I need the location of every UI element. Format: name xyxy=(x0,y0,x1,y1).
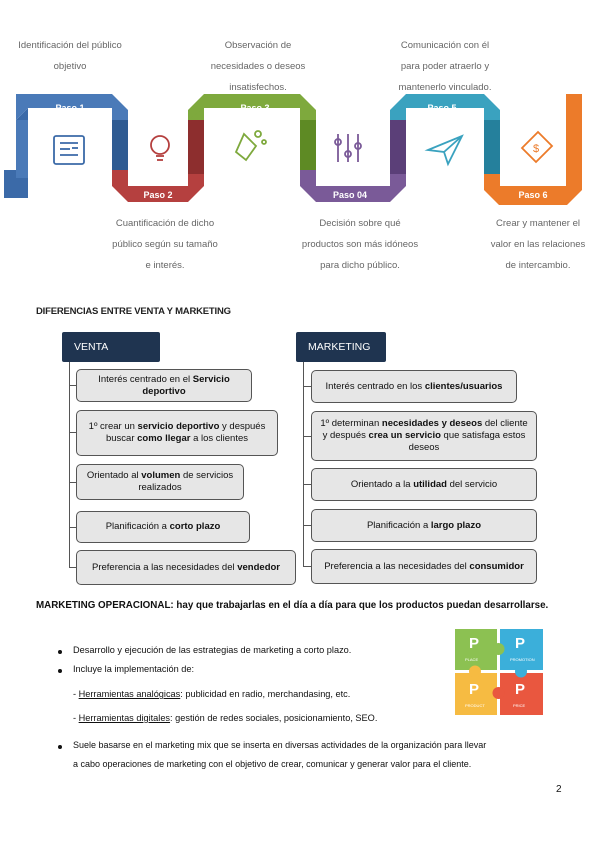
ribbon-paso-3 xyxy=(188,94,316,120)
puzzle-letter-2: P xyxy=(515,635,526,652)
step-label-4: Paso 04 xyxy=(332,190,368,200)
venta-item-3: Orientado al volumen de servicios realiz… xyxy=(76,464,244,500)
step-label-1: Paso 1 xyxy=(55,103,85,113)
money-tag-icon: $ xyxy=(520,130,554,164)
sub-bullet-digital: - Herramientas digitales: gestión de red… xyxy=(73,713,378,723)
puzzle-letter-1: P xyxy=(469,635,480,652)
page-number: 2 xyxy=(556,784,562,795)
flask-icon xyxy=(234,130,267,162)
venta-item-1: Interés centrado en el Servicio deportiv… xyxy=(76,369,252,402)
ribbon-paso-5 xyxy=(390,94,500,120)
svg-text:$: $ xyxy=(533,143,539,155)
ribbon-paso-2 xyxy=(112,170,204,202)
caption-step-6: Crear y mantener el valor en las relacio… xyxy=(490,218,586,271)
ribbon-paso-4 xyxy=(300,170,406,202)
puzzle-place xyxy=(455,629,497,670)
step-label-6: Paso 6 xyxy=(518,190,548,200)
puzzle-image xyxy=(455,629,543,715)
caption-step-2: Cuantificación de dicho público según su… xyxy=(112,218,218,271)
bullet-dot xyxy=(58,745,62,749)
marketing-item-1: Interés centrado en los clientes/usuario… xyxy=(311,370,517,403)
marketing-mix-puzzle: P P P P PLACE PROMOTION PRODUCT PRICE xyxy=(455,629,543,715)
paper-plane-icon xyxy=(424,134,464,167)
caption-step-5: Comunicación con él para poder atraerlo … xyxy=(398,40,492,93)
puzzle-price xyxy=(500,673,543,715)
marketing-item-3: Orientado a la utilidad del servicio xyxy=(311,468,537,501)
newspaper-icon xyxy=(53,135,85,165)
marketing-item-2: 1º determinan necesidades y deseos del c… xyxy=(311,411,537,461)
puzzle-label-place: PLACE xyxy=(465,657,479,662)
bullet-3-line-1: Suele basarse en el marketing mix que se… xyxy=(73,740,487,750)
sub-bullet-analog: - Herramientas analógicas: publicidad en… xyxy=(73,689,351,699)
step-label-3: Paso 3 xyxy=(240,103,270,113)
bullet-1: Desarrollo y ejecución de las estrategia… xyxy=(73,645,352,655)
puzzle-label-price: PRICE xyxy=(513,703,526,708)
puzzle-letter-3: P xyxy=(469,681,480,698)
lightbulb-icon xyxy=(150,135,170,161)
marketing-item-5: Preferencia a las necesidades del consum… xyxy=(311,549,537,584)
puzzle-letter-4: P xyxy=(515,681,526,698)
step-label-2: Paso 2 xyxy=(143,190,173,200)
marketing-header: MARKETING xyxy=(296,332,386,362)
venta-item-2: 1º crear un servicio deportivo y después… xyxy=(76,410,278,456)
caption-step-1: Identificación del público objetivo xyxy=(18,40,122,72)
operacional-title: MARKETING OPERACIONAL: hay que trabajarl… xyxy=(36,600,549,611)
sliders-icon xyxy=(334,134,362,162)
section-title: DIFERENCIAS ENTRE VENTA Y MARKETING xyxy=(36,306,231,317)
puzzle-product xyxy=(455,673,497,715)
bullet-dot xyxy=(58,669,62,673)
bullet-3-line-2: a cabo operaciones de marketing con el o… xyxy=(73,759,472,769)
puzzle-promotion xyxy=(500,629,543,670)
venta-item-5: Preferencia a las necesidades del vended… xyxy=(76,550,296,585)
ribbon-paso-1 xyxy=(16,94,128,120)
bullet-dot xyxy=(58,650,62,654)
venta-header: VENTA xyxy=(62,332,160,362)
caption-step-3: Observación de necesidades o deseos insa… xyxy=(210,40,306,93)
bullet-2: Incluye la implementación de: xyxy=(73,664,195,674)
ribbon-paso-6 xyxy=(484,100,582,205)
marketing-item-4: Planificación a largo plazo xyxy=(311,509,537,542)
process-ribbon: $ xyxy=(4,94,582,205)
puzzle-label-promotion: PROMOTION xyxy=(510,657,535,662)
puzzle-label-product: PRODUCT xyxy=(465,703,485,708)
step-label-5: Paso 5 xyxy=(427,103,457,113)
caption-step-4: Decisión sobre qué productos son más idó… xyxy=(301,218,419,271)
venta-item-4: Planificación a corto plazo xyxy=(76,511,250,543)
